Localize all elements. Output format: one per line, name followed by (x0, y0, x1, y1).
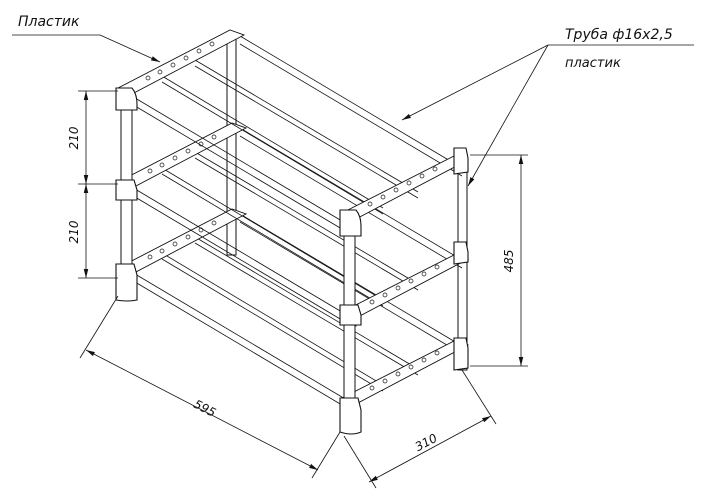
shelf-middle (118, 122, 470, 327)
dimension-total-height-value: 485 (502, 250, 516, 273)
top-holes (145, 41, 438, 207)
label-plastic-left: Пластик (18, 14, 80, 30)
shelf-top (116, 29, 468, 236)
label-tube: Труба ф16х2,5 (565, 27, 673, 43)
dimension-lower-shelf-gap-value: 210 (67, 220, 81, 243)
dimension-length: 595 (79, 295, 341, 479)
middle-holes (147, 134, 440, 305)
label-plastic-left-group: Пластик (12, 14, 161, 63)
label-tube-group: Труба ф16х2,5 (401, 27, 694, 121)
dimension-upper-shelf-gap-value: 210 (67, 126, 81, 149)
dimension-lower-shelf-gap: 210 (67, 184, 118, 279)
front-left-post (115, 87, 138, 302)
front-right-post (339, 209, 362, 435)
label-plastic-right: пластик (565, 56, 621, 71)
dimension-depth-value: 310 (413, 431, 440, 454)
bottom-holes (147, 220, 440, 391)
label-plastic-right-group: пластик (467, 44, 621, 187)
shelf-bottom (118, 208, 470, 413)
back-right-end-pieces (453, 147, 469, 371)
dimension-total-height: 485 (470, 154, 528, 367)
dimension-upper-shelf-gap: 210 (67, 90, 118, 185)
